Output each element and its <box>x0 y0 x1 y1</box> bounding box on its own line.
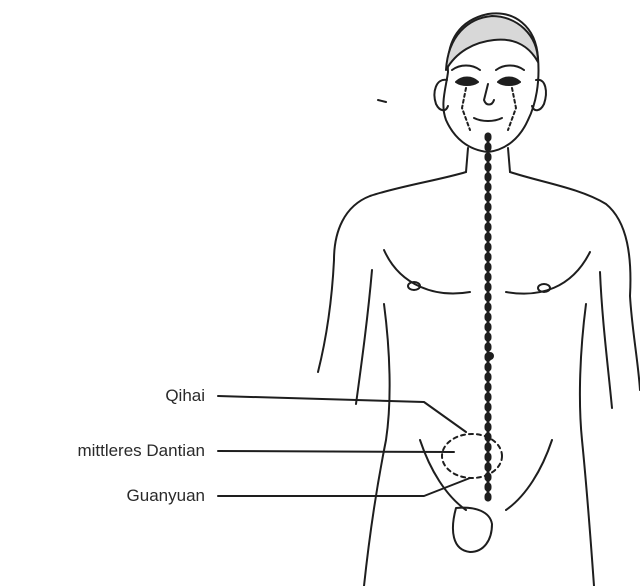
dantian-leader-line <box>218 451 454 452</box>
torso-right <box>510 172 640 390</box>
speck-mark <box>378 100 386 102</box>
nose <box>484 84 494 105</box>
right-eye <box>498 78 520 86</box>
right-waist <box>580 304 594 586</box>
left-brow <box>452 66 480 71</box>
genitals <box>453 508 492 552</box>
facial-meridian-right <box>508 88 516 130</box>
dantian-circle <box>442 434 502 478</box>
label-guanyuan: Guanyuan <box>127 486 205 506</box>
mouth <box>474 118 502 121</box>
torso-left <box>318 172 466 372</box>
right-brow <box>496 66 524 71</box>
left-eye <box>456 78 478 86</box>
right-arm-inner <box>600 272 612 408</box>
head <box>434 13 545 152</box>
label-qihai: Qihai <box>165 386 205 406</box>
left-waist <box>364 304 390 586</box>
label-middle-dantian: mittleres Dantian <box>77 441 205 461</box>
left-pectoral <box>384 250 470 293</box>
left-arm-inner <box>356 270 372 404</box>
qihai-leader-line <box>218 396 466 432</box>
guanyuan-leader-line <box>218 478 470 496</box>
facial-meridian-left <box>462 88 470 130</box>
right-pectoral <box>506 252 590 294</box>
right-groin <box>506 440 552 510</box>
